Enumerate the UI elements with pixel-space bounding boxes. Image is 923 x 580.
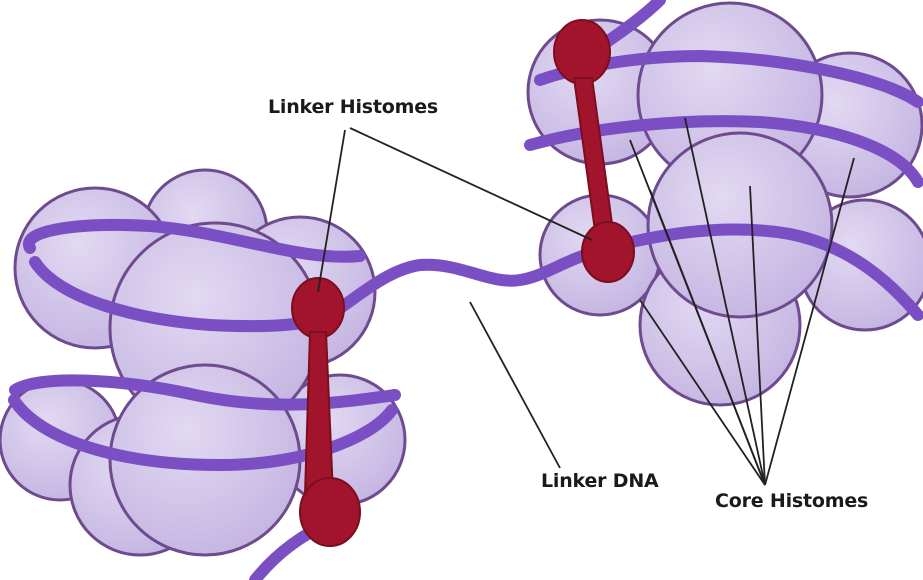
linker-dna-label: Linker DNA <box>541 470 659 492</box>
core-histones-label: Core Histomes <box>715 490 868 512</box>
linker-histones-label: Linker Histomes <box>268 96 438 118</box>
pointer-linker-dna <box>470 302 560 468</box>
